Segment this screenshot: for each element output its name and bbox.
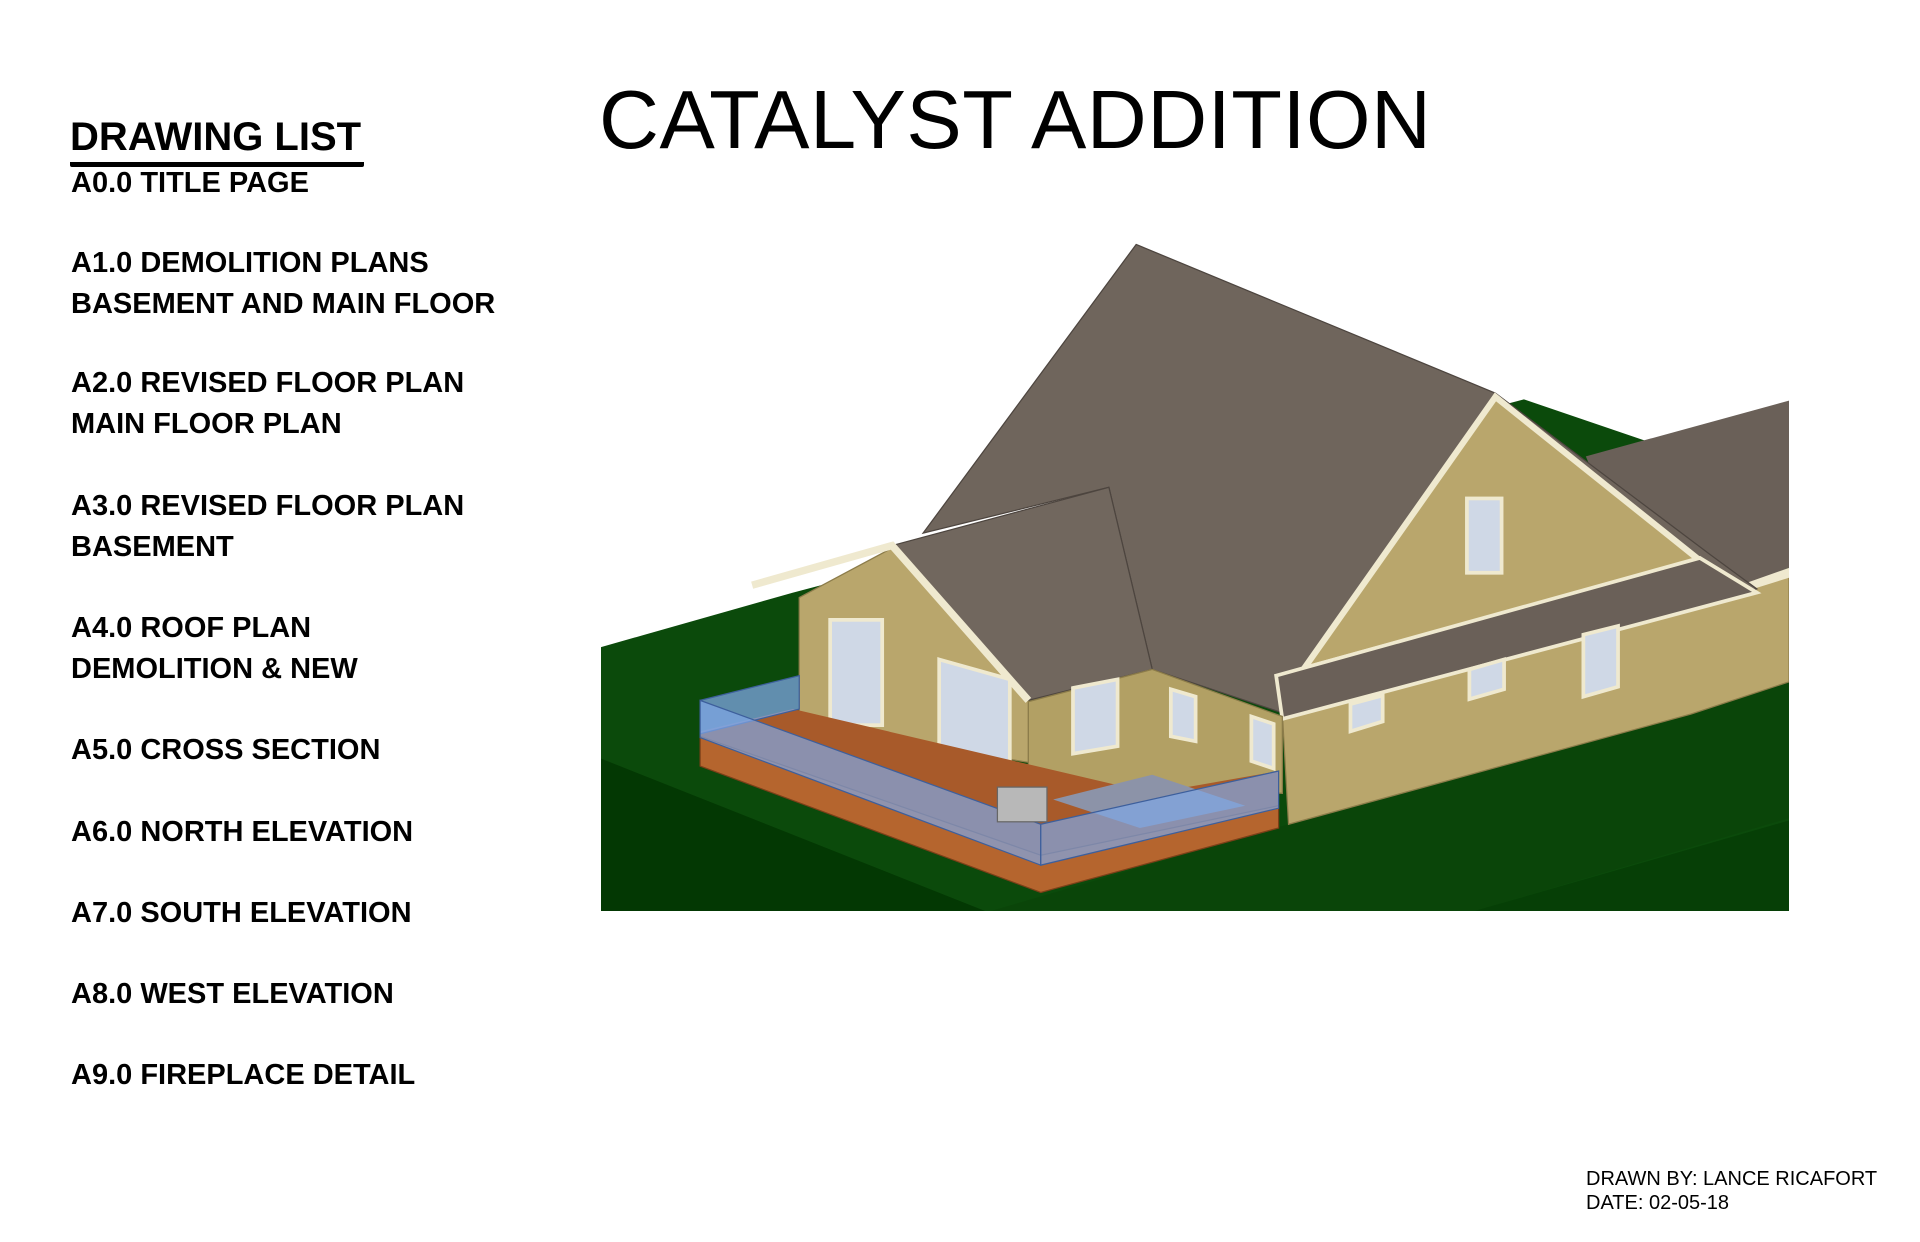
drawing-list-item: A6.0 NORTH ELEVATION [71, 812, 413, 853]
lower-roof [1274, 555, 1762, 722]
grill [996, 786, 1048, 823]
drawing-list-item: A2.0 REVISED FLOOR PLAN MAIN FLOOR PLAN [71, 363, 464, 445]
drawing-list-heading: DRAWING LIST [70, 115, 365, 167]
item-line: A8.0 WEST ELEVATION [71, 978, 394, 1010]
drawing-list-item: A9.0 FIREPLACE DETAIL [71, 1055, 415, 1096]
drawing-list-item: A3.0 REVISED FLOOR PLAN BASEMENT [71, 486, 464, 568]
item-line: A6.0 NORTH ELEVATION [71, 816, 414, 848]
left-eave [751, 541, 1032, 703]
title-block: DRAWN BY: LANCE RICAFORT DATE: 02-05-18 [1586, 1167, 1877, 1215]
item-subline: BASEMENT AND MAIN FLOOR [71, 288, 496, 320]
item-line: A9.0 FIREPLACE DETAIL [71, 1059, 416, 1091]
item-subline: DEMOLITION & NEW [71, 653, 358, 685]
drawing-list-item: A7.0 SOUTH ELEVATION [71, 893, 412, 934]
item-line: A3.0 REVISED FLOOR PLAN [71, 490, 465, 522]
drawn-by: DRAWN BY: LANCE RICAFORT [1586, 1168, 1878, 1190]
date: DATE: 02-05-18 [1586, 1192, 1730, 1214]
lawn-shadow [601, 758, 986, 911]
item-line: A5.0 CROSS SECTION [71, 734, 381, 766]
item-line: A4.0 ROOF PLAN [71, 612, 312, 644]
drawing-list-item: A0.0 TITLE PAGE [71, 163, 309, 204]
item-subline: MAIN FLOOR PLAN [71, 408, 342, 440]
item-subline: BASEMENT [71, 531, 234, 563]
drawing-list-item: A4.0 ROOF PLAN DEMOLITION & NEW [71, 608, 358, 690]
item-line: A7.0 SOUTH ELEVATION [71, 897, 412, 929]
sheet-title: CATALYST ADDITION [599, 73, 1432, 166]
right-wall-upper [1746, 567, 1789, 591]
drawing-list-item: A5.0 CROSS SECTION [71, 730, 380, 771]
windows [828, 496, 1620, 774]
house-rendering [601, 243, 1789, 911]
item-line: A1.0 DEMOLITION PLANS [71, 247, 429, 279]
drawing-list-item: A1.0 DEMOLITION PLANS BASEMENT AND MAIN F… [71, 243, 495, 325]
drawing-list-item: A8.0 WEST ELEVATION [71, 974, 394, 1015]
item-line: A2.0 REVISED FLOOR PLAN [71, 367, 465, 399]
item-line: A0.0 TITLE PAGE [71, 167, 309, 199]
glass-railing [1040, 770, 1280, 866]
